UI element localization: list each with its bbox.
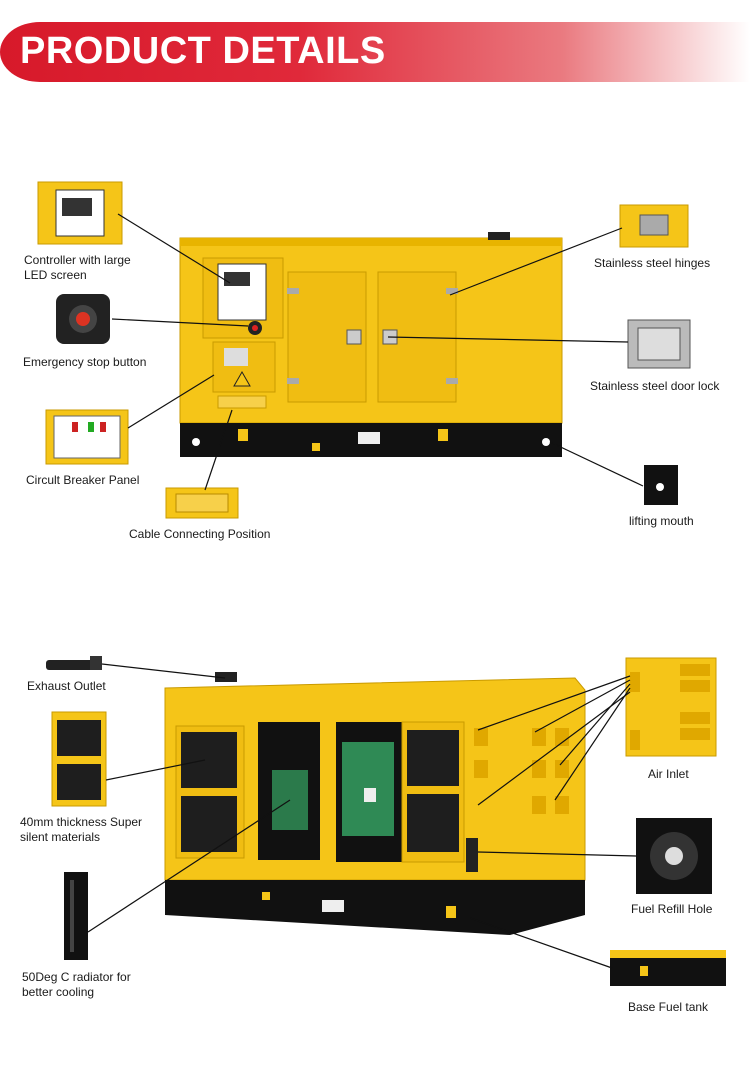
lifting-mouth-inset bbox=[644, 465, 678, 505]
emergency-stop-inset bbox=[56, 294, 110, 344]
breaker-panel-label: Circult Breaker Panel bbox=[26, 473, 140, 487]
insulation-inset bbox=[51, 711, 107, 807]
bottom-leader-lines bbox=[87, 663, 637, 969]
door-lock-label: Stainless steel door lock bbox=[590, 379, 720, 393]
radiator-inset bbox=[64, 872, 88, 960]
controller-label-line2: LED screen bbox=[24, 268, 87, 282]
exhaust-outlet-inset bbox=[46, 656, 102, 670]
air-inlet-inset bbox=[625, 657, 717, 757]
air-inlet-label: Air Inlet bbox=[648, 767, 689, 781]
controller-label-line1: Controller with large bbox=[24, 253, 131, 267]
top-leader-lines bbox=[111, 213, 644, 491]
breaker-panel-inset bbox=[45, 409, 129, 465]
insulation-label: 40mm thickness Super silent materials bbox=[20, 815, 142, 845]
emergency-stop-label: Emergency stop button bbox=[23, 355, 147, 369]
controller-inset bbox=[37, 181, 123, 245]
hinges-label: Stainless steel hinges bbox=[594, 256, 711, 270]
bottom-generator-image bbox=[164, 672, 586, 935]
fuel-refill-inset bbox=[636, 818, 712, 894]
base-fuel-tank-label: Base Fuel tank bbox=[628, 1000, 709, 1014]
door-lock-inset bbox=[627, 319, 691, 369]
exhaust-outlet-label: Exhaust Outlet bbox=[27, 679, 106, 693]
hinge-inset bbox=[619, 204, 689, 248]
page-title: PRODUCT DETAILS bbox=[20, 30, 386, 72]
base-fuel-tank-inset bbox=[610, 950, 726, 986]
header-banner: PRODUCT DETAILS bbox=[0, 22, 750, 82]
radiator-label-line2: better cooling bbox=[22, 985, 95, 999]
controller-label: Controller with large LED screen bbox=[24, 253, 131, 283]
insulation-label-line2: silent materials bbox=[20, 830, 101, 844]
fuel-refill-label: Fuel Refill Hole bbox=[631, 902, 713, 916]
radiator-label: 50Deg C radiator for better cooling bbox=[22, 970, 131, 1000]
top-generator-image bbox=[179, 232, 563, 457]
lifting-mouth-label: lifting mouth bbox=[629, 514, 694, 528]
cable-position-label: Cable Connecting Position bbox=[129, 527, 271, 541]
cable-position-inset bbox=[165, 487, 239, 519]
insulation-label-line1: 40mm thickness Super bbox=[20, 815, 143, 829]
radiator-label-line1: 50Deg C radiator for bbox=[22, 970, 131, 984]
